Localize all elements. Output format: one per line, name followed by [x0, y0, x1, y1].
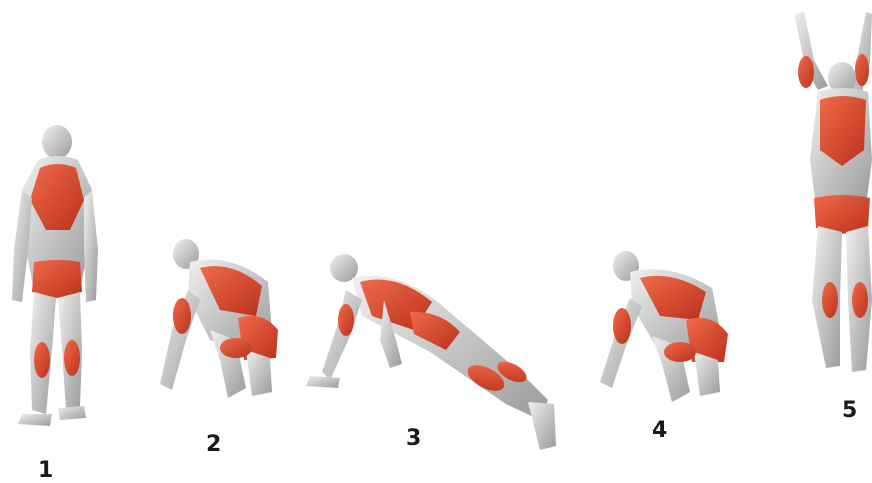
figure-step-1: [12, 125, 98, 426]
step-number-3: 3: [406, 428, 421, 450]
step-number-4: 4: [652, 420, 667, 442]
step-number-5: 5: [842, 400, 857, 422]
figure-step-3: [306, 254, 556, 450]
figure-step-5: [794, 12, 872, 372]
step-number-1: 1: [38, 460, 53, 482]
step-number-2: 2: [206, 434, 221, 456]
figure-step-2: [160, 239, 278, 398]
figure-step-4: [600, 251, 728, 402]
